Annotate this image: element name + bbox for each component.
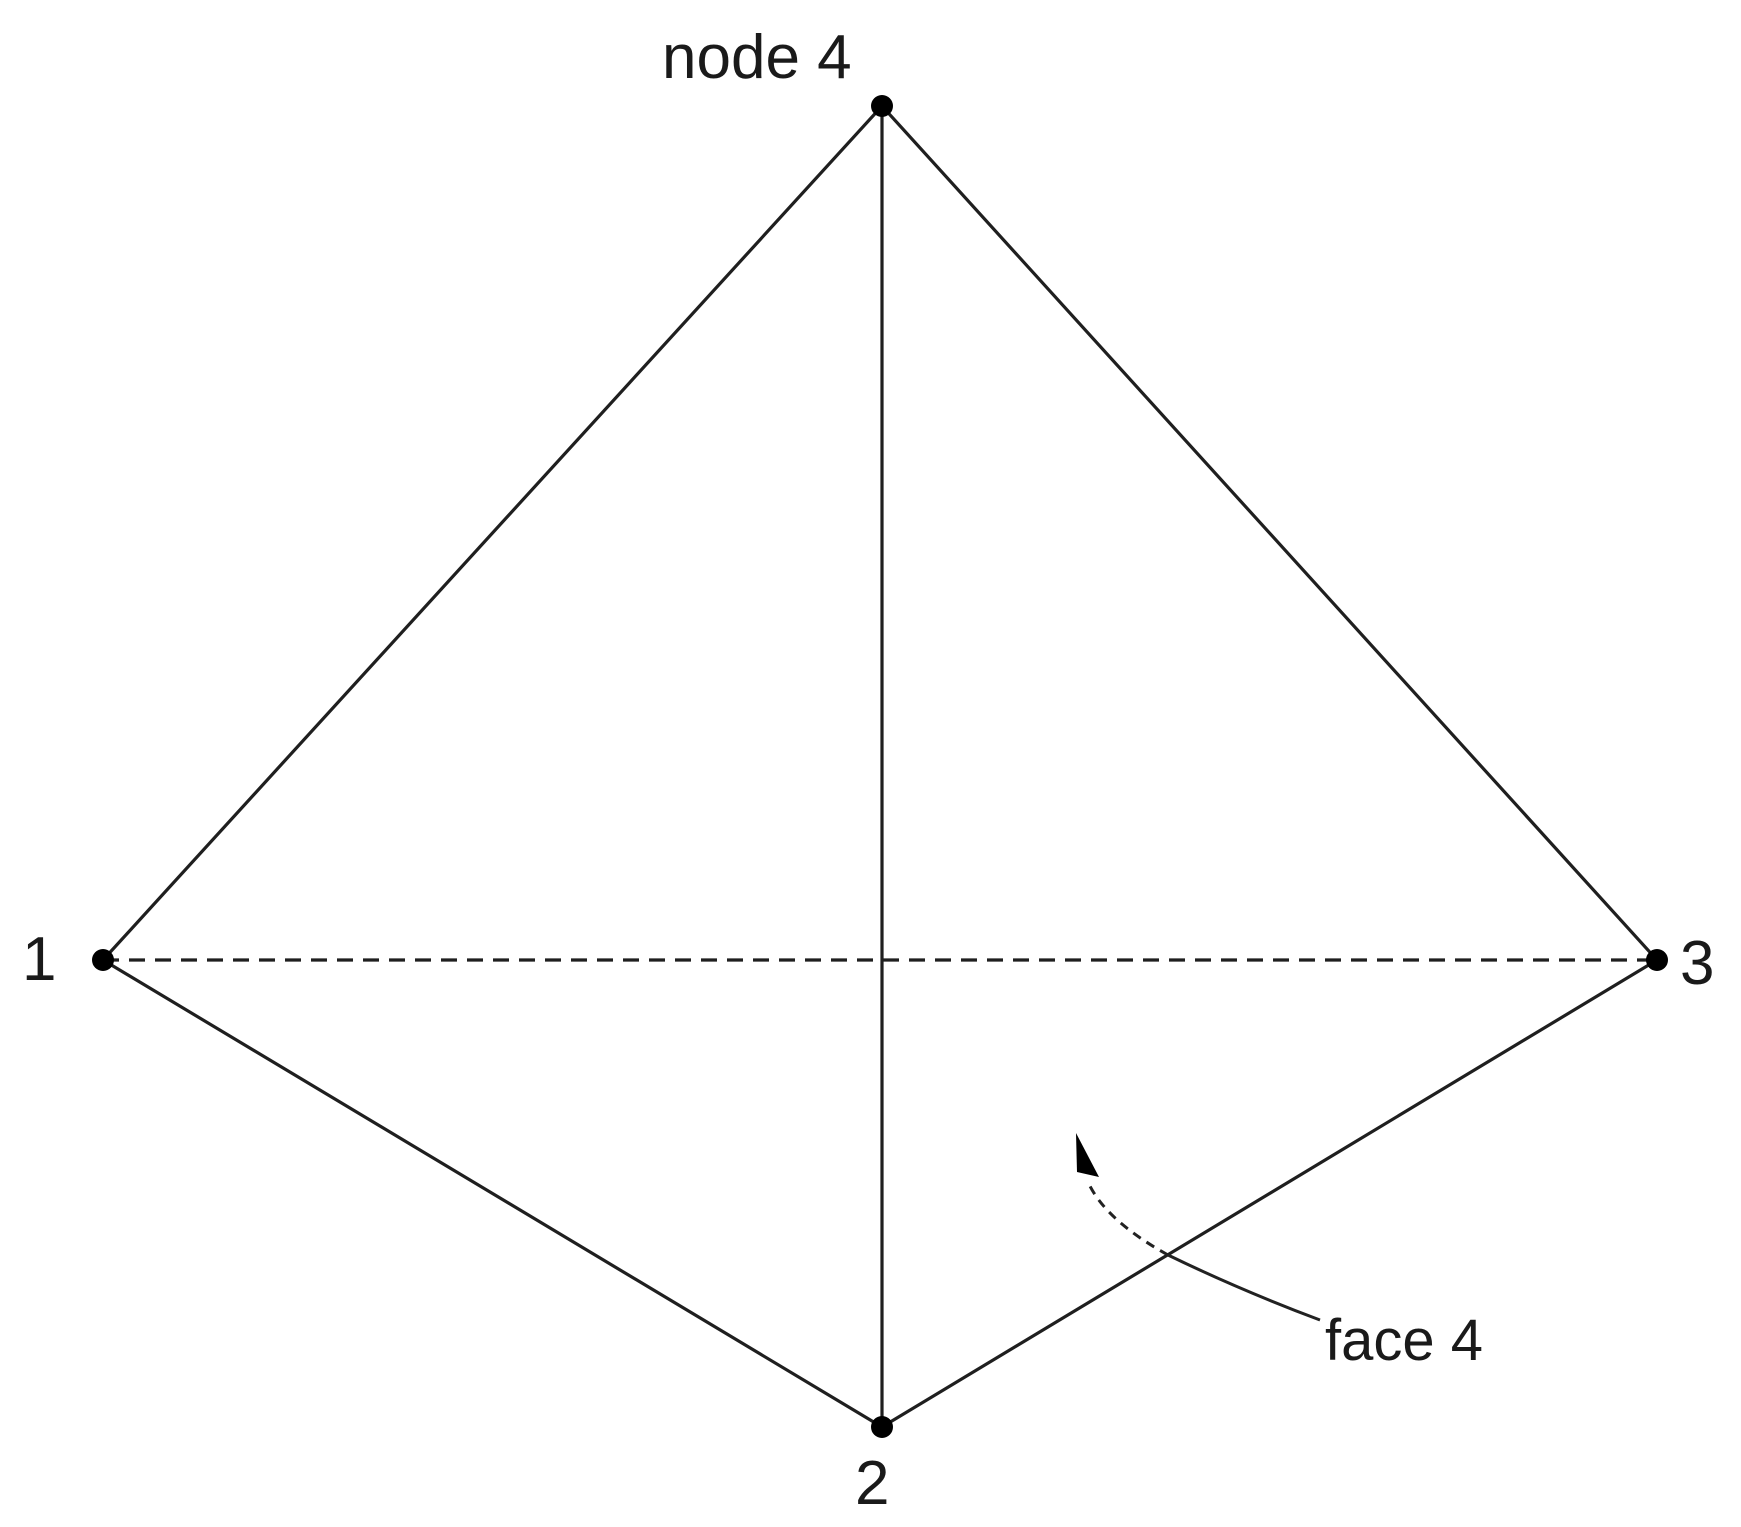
face-arrow-head [1076,1133,1099,1177]
edge-2-3 [880,958,1659,1429]
edge-1-2 [101,958,884,1429]
node-4-marker [871,95,893,117]
node-1-label: 1 [22,925,56,994]
edge-1-4 [101,104,884,962]
face-leader-solid [1167,1253,1321,1322]
node-4-label: node 4 [662,23,852,92]
node-3-label: 3 [1680,929,1714,998]
node-2-label: 2 [855,1449,889,1518]
edge-4-3 [880,104,1659,962]
node-1-marker [92,949,114,971]
face-4-label: face 4 [1325,1308,1483,1373]
node-3-marker [1646,949,1668,971]
face-leader-dashed [1086,1181,1169,1257]
node-2-marker [871,1416,893,1438]
